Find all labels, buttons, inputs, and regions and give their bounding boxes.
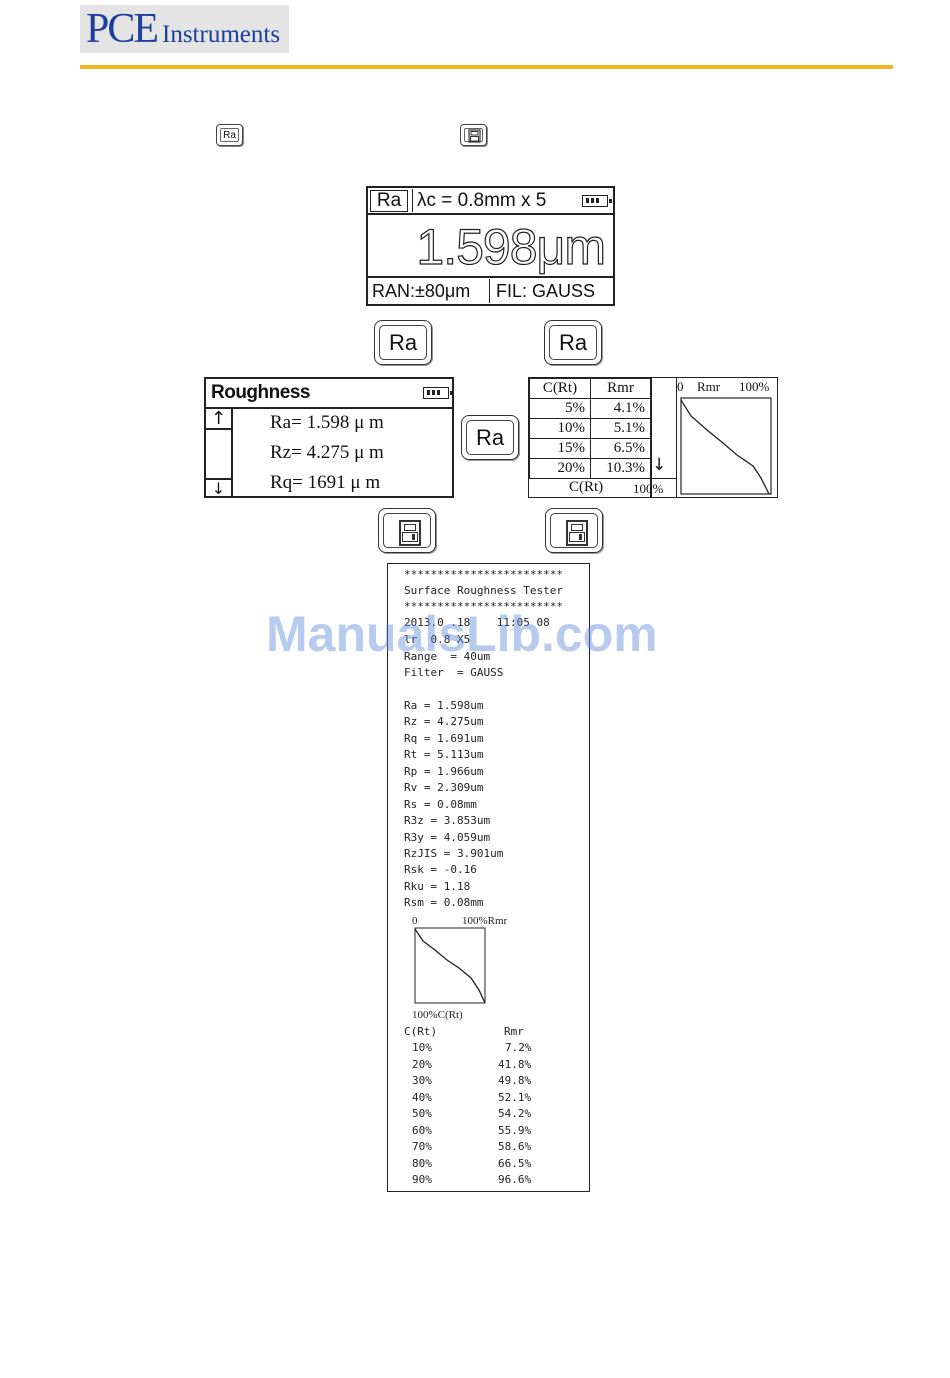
roughness-rz: Rz= 4.275 μ m <box>270 442 384 463</box>
abbott-curve-icon <box>680 397 772 495</box>
floppy-icon <box>399 520 421 546</box>
roughness-rq: Rq= 1691 μ m <box>270 472 381 493</box>
lcd-range: RAN:±80μm <box>372 279 490 303</box>
receipt-row-crt: 70% <box>412 1140 432 1153</box>
receipt-param: Rq = 1.691um <box>404 732 484 745</box>
table-cell: 15% <box>529 438 591 459</box>
receipt-param: Ra = 1.598um <box>404 699 484 712</box>
printout-receipt: ************************ Surface Roughne… <box>387 563 590 1192</box>
table-cell: 20% <box>529 458 591 479</box>
receipt-graph-top: 100%Rmr <box>462 915 508 927</box>
lcd-filter: FIL: GAUSS <box>496 281 596 301</box>
material-ratio-table: C(Rt) Rmr 5% 4.1% 10% 5.1% 15% 6.5% 20% … <box>529 378 651 479</box>
roughness-title: Roughness <box>211 382 310 403</box>
receipt-date: 2013.0 .18 11:05 08 <box>404 616 550 629</box>
down-arrow-icon: ↓ <box>652 455 667 475</box>
receipt-row-rmr: 66.5% <box>498 1157 532 1170</box>
receipt-param: Rsm = 0.08mm <box>404 896 484 909</box>
footer-100-label: 100% <box>633 481 664 496</box>
receipt-stars: ************************ <box>404 568 563 581</box>
receipt-param: Rt = 5.113um <box>404 748 484 761</box>
battery-icon <box>423 387 453 399</box>
lcd-cutoff: λc = 0.8mm x 5 <box>412 189 614 212</box>
receipt-row-crt: 50% <box>412 1107 432 1120</box>
battery-icon <box>582 195 612 207</box>
down-arrow-icon: ↓ <box>206 478 231 498</box>
receipt-row-rmr: 55.9% <box>498 1124 532 1137</box>
receipt-lr: lr 0.8 X5 <box>404 633 471 646</box>
receipt-row-rmr: 41.8% <box>498 1058 532 1071</box>
receipt-param: Rp = 1.966um <box>404 765 484 778</box>
graph-zero-label: 0 <box>677 379 684 394</box>
graph-100-label: 100% <box>739 379 770 394</box>
receipt-filter: Filter = GAUSS <box>404 666 504 679</box>
receipt-row-crt: 20% <box>412 1058 432 1071</box>
receipt-param: Rsk = -0.16 <box>404 863 477 876</box>
roughness-screen: Roughness ↑ ↓ Ra= 1.598 μ m Rz= 4.275 μ … <box>204 377 454 498</box>
table-header-rmr: Rmr <box>590 378 651 399</box>
receipt-param: R3y = 4.059um <box>404 831 491 844</box>
receipt-row-crt: 80% <box>412 1157 432 1170</box>
ra-key-small-icon: Ra <box>216 124 243 146</box>
lcd-measurement-value: 1.598μm <box>416 218 607 275</box>
ra-key-left-icon: Ra <box>374 320 432 365</box>
up-arrow-icon: ↑ <box>206 409 231 430</box>
pce-logo: PCE Instruments <box>80 5 289 53</box>
main-lcd-display: Ra λc = 0.8mm x 5 1.598μm RAN:±80μm FIL:… <box>366 186 615 306</box>
material-ratio-graph: 0 Rmr 100% <box>676 378 776 497</box>
save-key-right-icon <box>545 508 603 553</box>
ra-key-middle-icon: Ra <box>461 415 519 460</box>
receipt-row-crt: 30% <box>412 1074 432 1087</box>
header-divider <box>80 65 893 69</box>
receipt-param: Rs = 0.08mm <box>404 798 477 811</box>
receipt-row-rmr: 49.8% <box>498 1074 532 1087</box>
graph-rmr-label: Rmr <box>697 379 721 394</box>
roughness-ra: Ra= 1.598 μ m <box>270 412 384 433</box>
material-ratio-screen: C(Rt) Rmr 5% 4.1% 10% 5.1% 15% 6.5% 20% … <box>528 377 778 498</box>
receipt-row-rmr: 54.2% <box>498 1107 532 1120</box>
receipt-stars: ************************ <box>404 600 563 613</box>
receipt-col-crt: C(Rt) <box>404 1025 438 1038</box>
table-cell: 5.1% <box>590 418 651 439</box>
table-cell: 5% <box>529 398 591 419</box>
table-header-crt: C(Rt) <box>529 378 591 399</box>
manualslib-watermark: ManualsLib.com <box>266 606 658 662</box>
receipt-param: Rku = 1.18 <box>404 880 471 893</box>
logo-pce-text: PCE <box>86 6 159 52</box>
receipt-row-crt: 90% <box>412 1173 432 1186</box>
ra-key-right-icon: Ra <box>544 320 602 365</box>
receipt-param: Rv = 2.309um <box>404 781 484 794</box>
receipt-graph-bottom: 100%C(Rt) <box>412 1009 463 1021</box>
floppy-icon <box>468 129 481 143</box>
receipt-row-rmr: 52.1% <box>498 1091 532 1104</box>
ra-key-small-label: Ra <box>220 128 239 142</box>
receipt-param: R3z = 3.853um <box>404 814 491 827</box>
table-cell: 6.5% <box>590 438 651 459</box>
save-key-left-icon <box>378 508 436 553</box>
receipt-row-rmr: 96.6% <box>498 1173 532 1186</box>
receipt-range: Range = 40um <box>404 650 491 663</box>
receipt-param: Rz = 4.275um <box>404 715 484 728</box>
receipt-param: RzJIS = 3.901um <box>404 847 504 860</box>
receipt-col-rmr: Rmr <box>504 1025 524 1038</box>
table-cell: 10% <box>529 418 591 439</box>
table-cell: 4.1% <box>590 398 651 419</box>
receipt-title: Surface Roughness Tester <box>404 584 563 597</box>
lcd-ra-label: Ra <box>370 190 408 212</box>
receipt-row-rmr: 7.2% <box>505 1041 532 1054</box>
table-cell: 10.3% <box>590 458 651 479</box>
receipt-graph-zero: 0 <box>412 915 418 927</box>
floppy-icon <box>566 520 588 546</box>
receipt-row-rmr: 58.6% <box>498 1140 532 1153</box>
save-key-small-icon <box>460 124 487 146</box>
receipt-row-crt: 10% <box>412 1041 432 1054</box>
receipt-abbott-graph <box>414 927 486 1004</box>
receipt-row-crt: 40% <box>412 1091 432 1104</box>
logo-instruments-text: Instruments <box>162 21 281 48</box>
receipt-row-crt: 60% <box>412 1124 432 1137</box>
footer-crt-label: C(Rt) <box>569 479 604 495</box>
